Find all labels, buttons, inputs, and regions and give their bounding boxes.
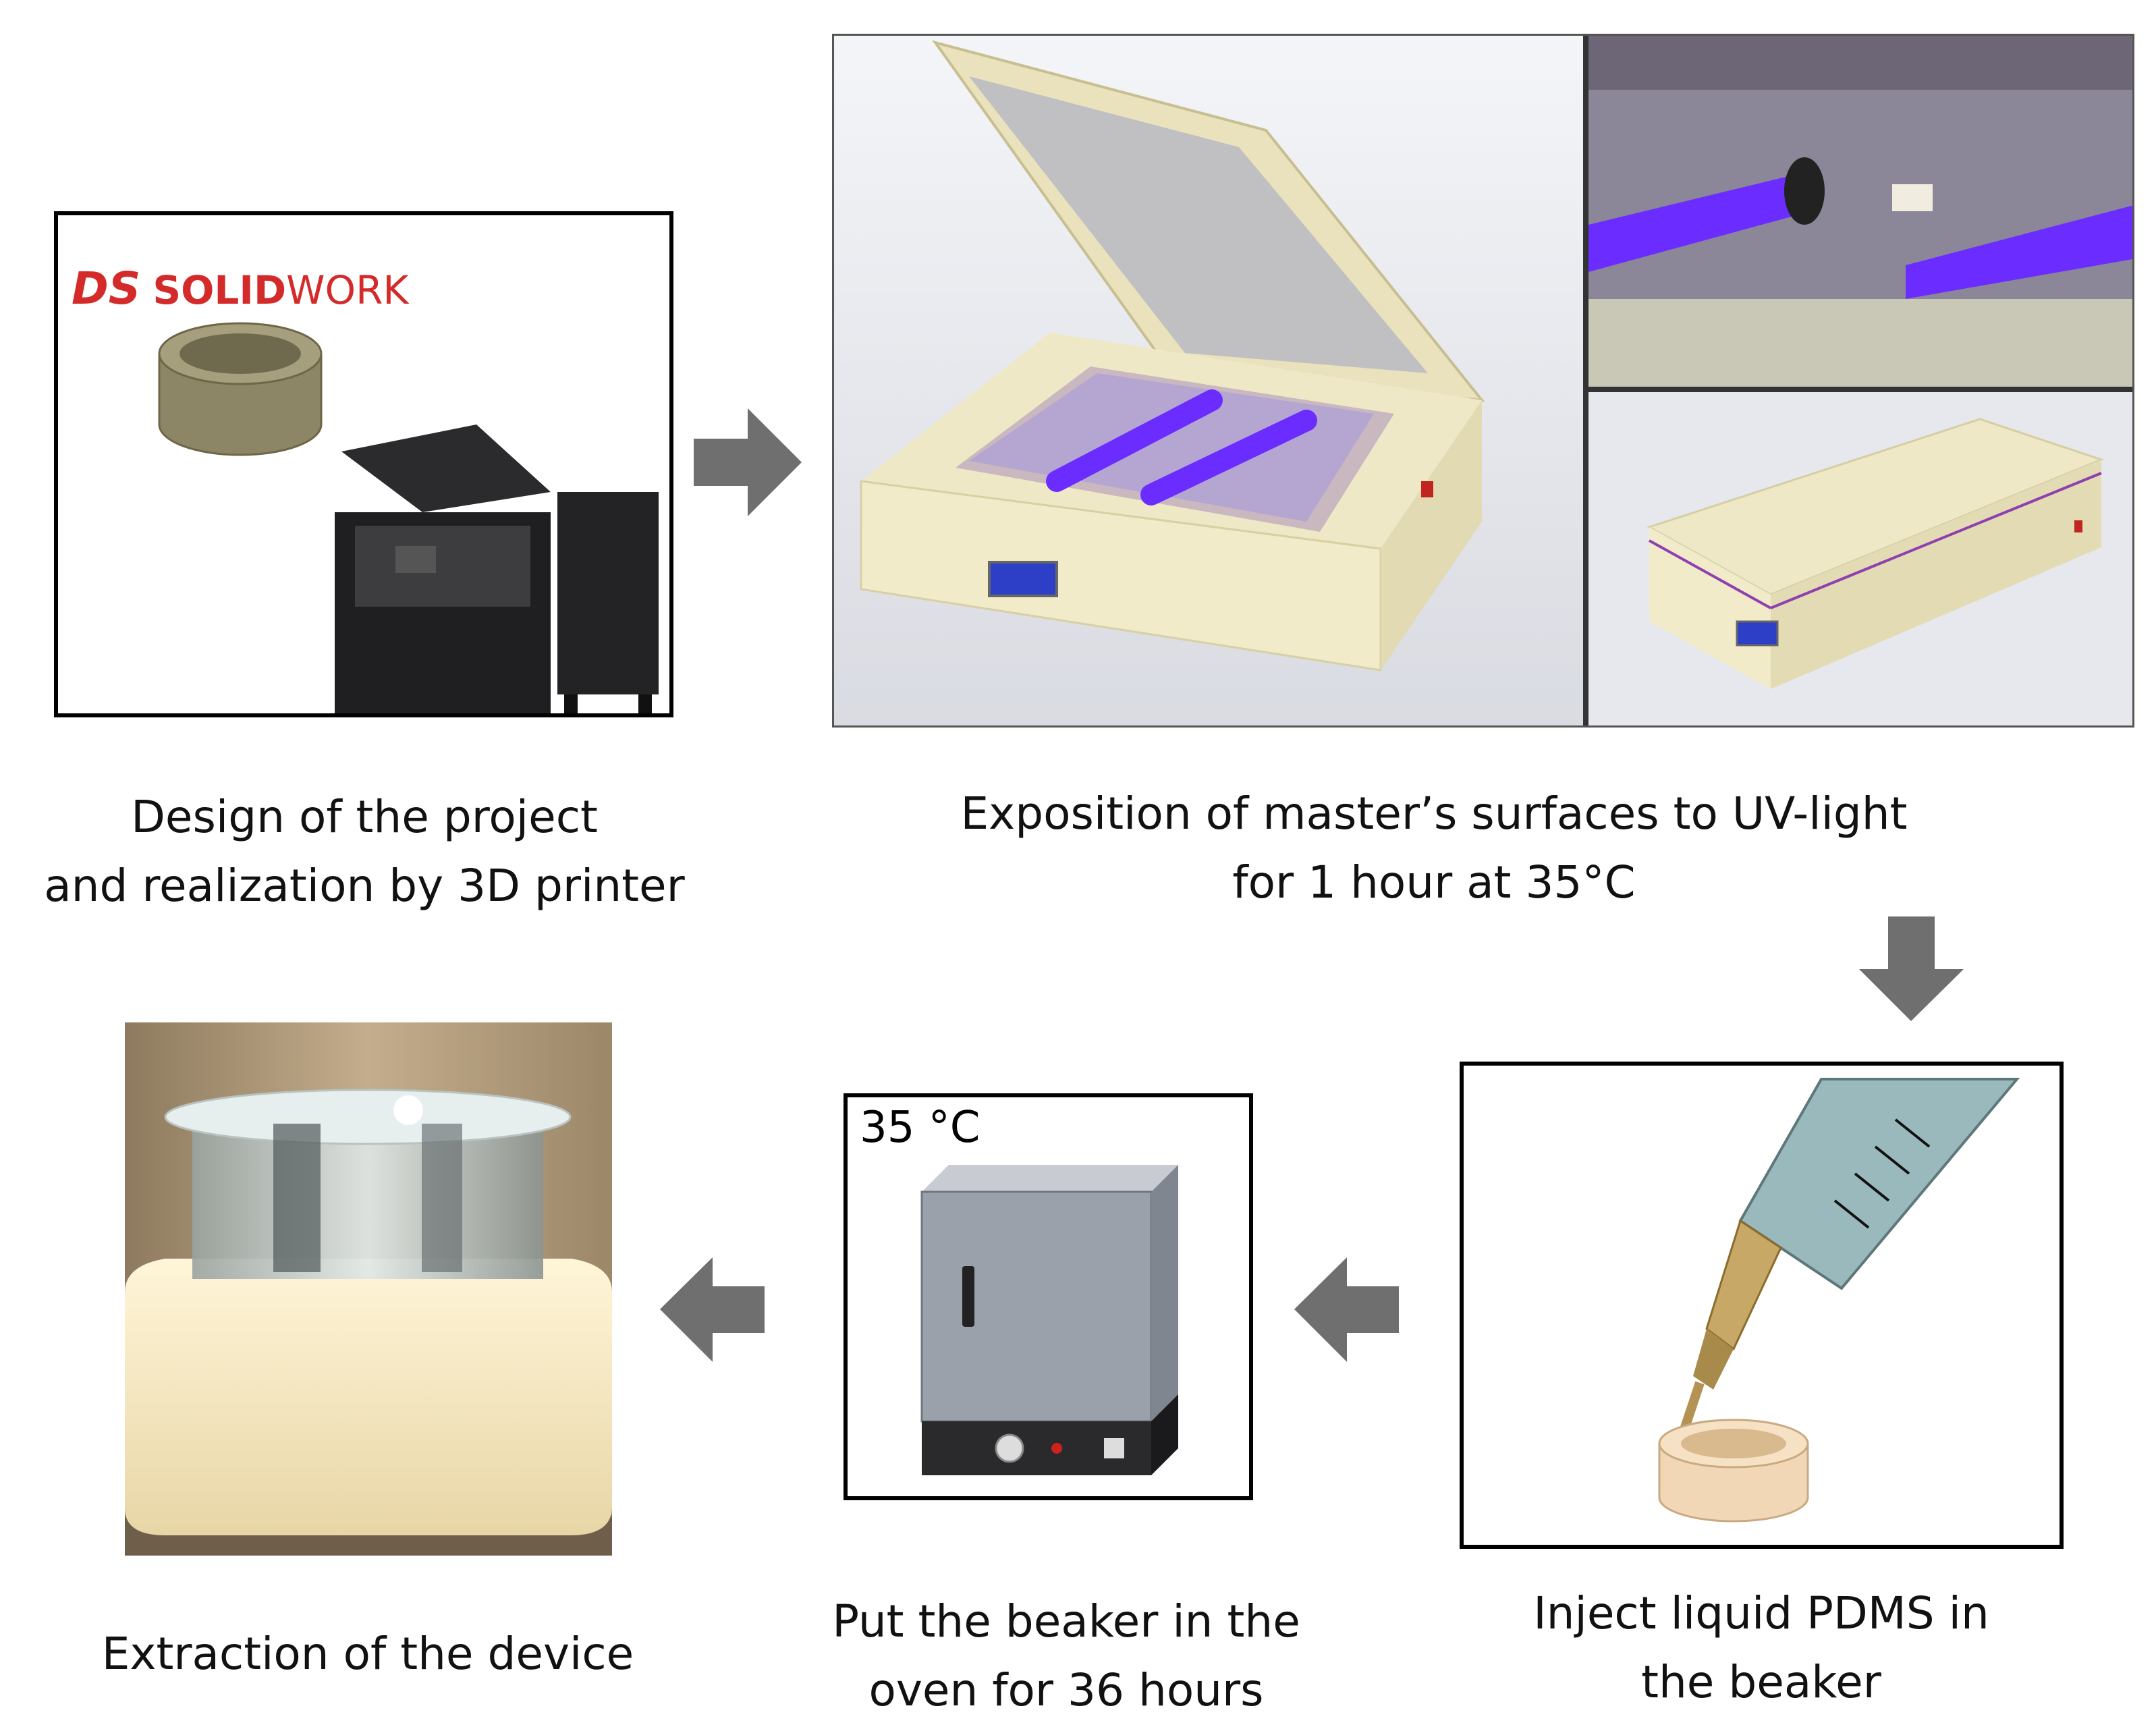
cad-ring-model-icon — [158, 322, 323, 456]
oven-caption: Put the beaker in the oven for 36 hours — [832, 1595, 1300, 1716]
logo-light-text: WORK — [286, 267, 409, 313]
syringe-render — [1464, 1066, 2060, 1545]
oven-panel: 35 °C — [844, 1093, 1253, 1500]
oven-icon — [920, 1165, 1178, 1475]
uv-box-open-render — [834, 36, 1583, 725]
uv-caption: Exposition of master’s surfaces to UV-li… — [960, 788, 1908, 908]
oven-temperature-label: 35 °C — [860, 1103, 980, 1153]
design-panel: DS SOLIDWORK — [54, 211, 673, 717]
inset-divider-vertical — [1583, 36, 1588, 725]
extracted-device-photo — [125, 1022, 612, 1556]
arrow-left-icon — [660, 1257, 765, 1362]
ds-logo-icon: DS — [72, 263, 141, 314]
arrow-right-icon — [694, 408, 802, 516]
printer-3d-icon — [328, 411, 669, 713]
uv-box-closed-render — [1588, 392, 2132, 725]
arrow-down-icon — [1859, 916, 1964, 1021]
uv-tube-closeup-render — [1588, 36, 2132, 387]
logo-bold-text: SOLID — [153, 267, 287, 313]
uv-exposure-panel — [832, 34, 2134, 728]
inject-panel — [1460, 1062, 2064, 1549]
inset-divider-horizontal — [1588, 387, 2132, 392]
arrow-left-icon — [1294, 1257, 1399, 1362]
design-caption: Design of the project and realization by… — [44, 791, 685, 912]
extraction-caption: Extraction of the device — [101, 1628, 634, 1680]
inject-caption: Inject liquid PDMS in the beaker — [1533, 1587, 1989, 1708]
solidworks-logo: DS SOLIDWORK — [72, 263, 408, 314]
